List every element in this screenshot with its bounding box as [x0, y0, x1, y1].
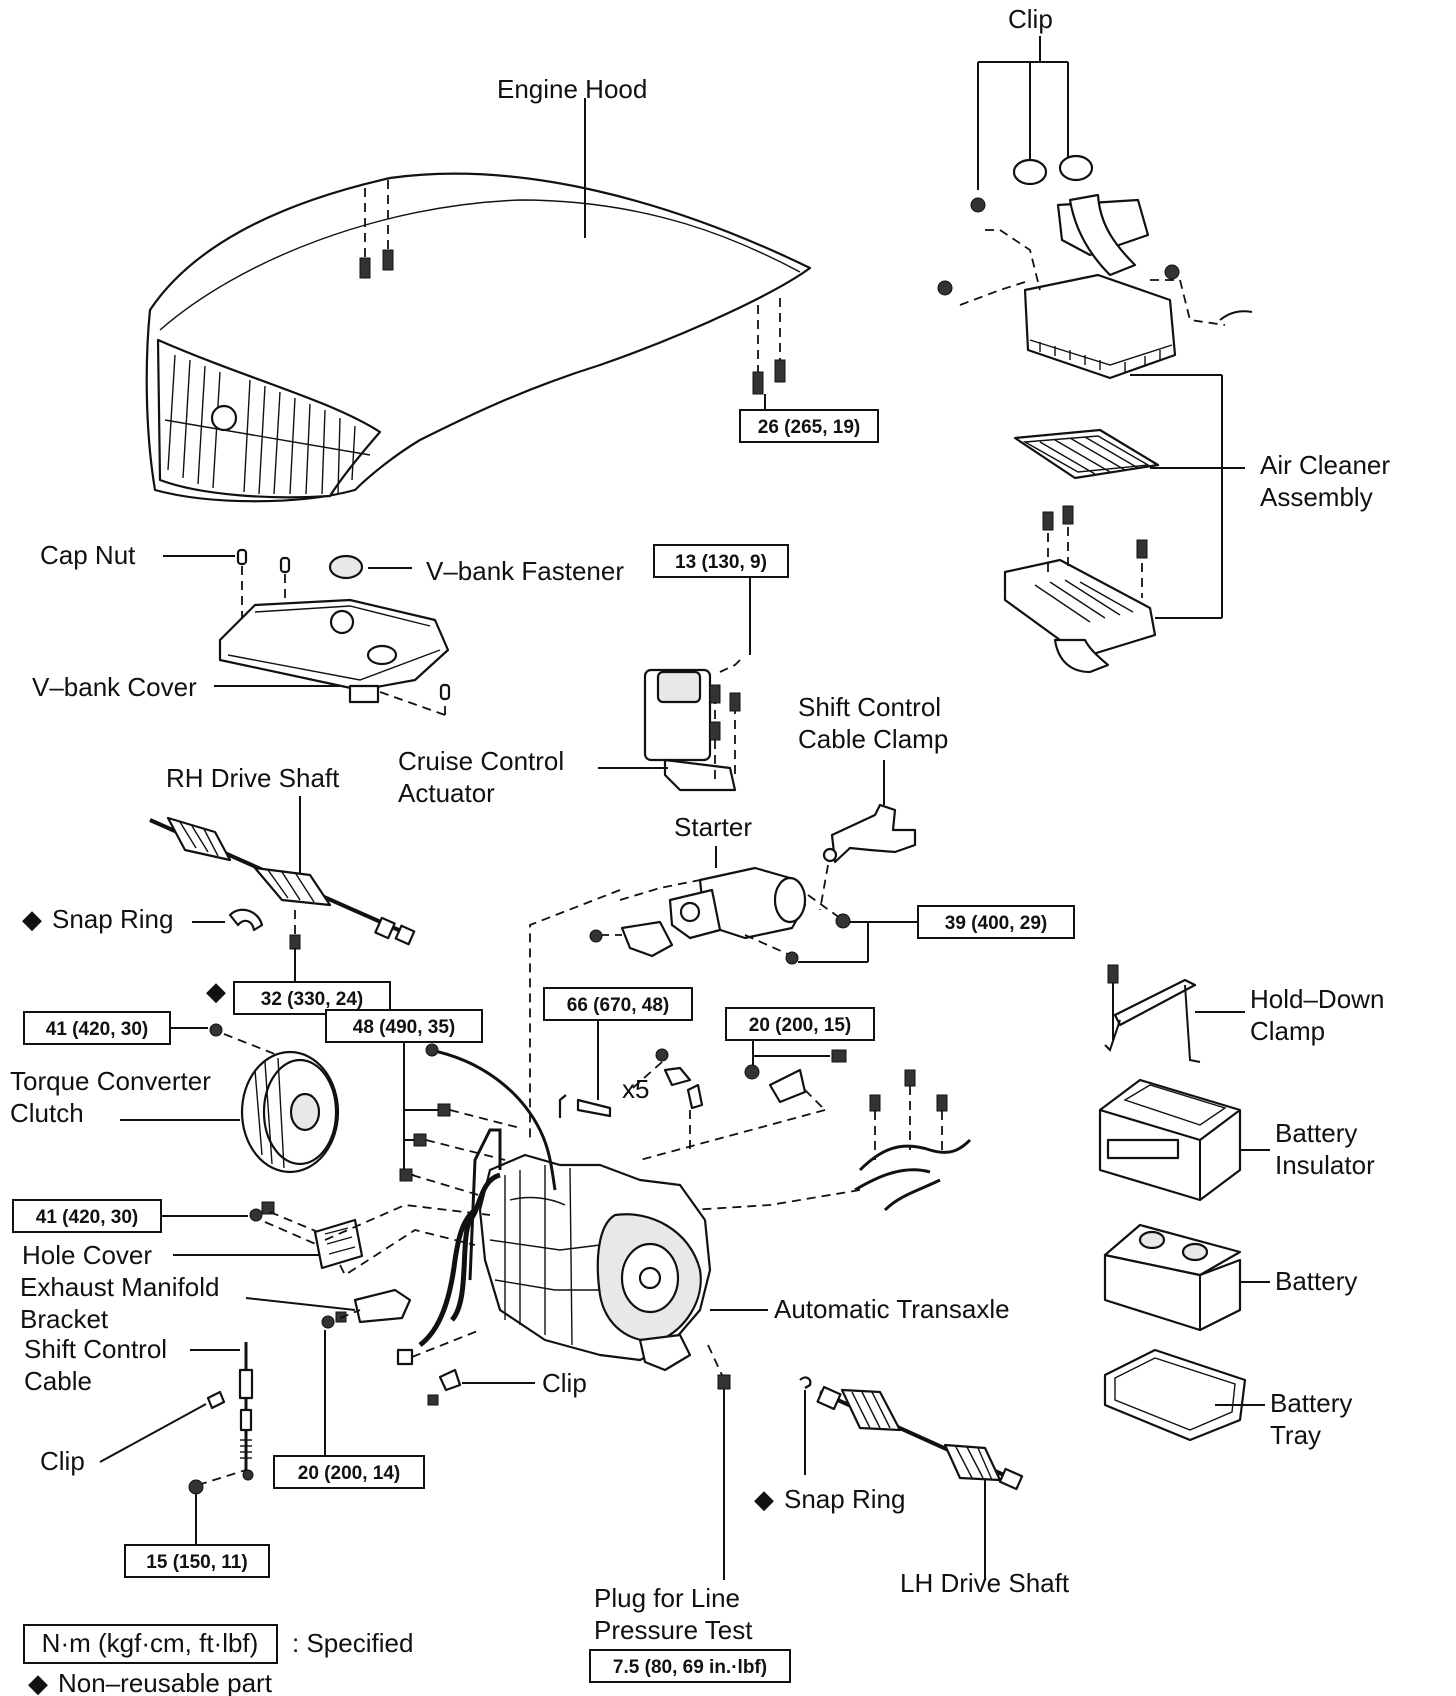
lh-drive-shaft-label: LH Drive Shaft	[900, 1568, 1070, 1598]
air-cleaner-label-2: Assembly	[1260, 482, 1373, 512]
shift-clamp-label-2: Cable Clamp	[798, 724, 948, 754]
engine-hood	[145, 98, 812, 503]
snap-ring-rh-label: Snap Ring	[52, 904, 173, 934]
x5-label: x5	[622, 1074, 649, 1104]
shift-control-cable-clamp: Shift Control Cable Clamp	[798, 692, 948, 911]
battery-insulator	[1098, 1078, 1270, 1202]
battery-ins-label-2: Insulator	[1275, 1150, 1375, 1180]
battery-tray	[1103, 1348, 1265, 1442]
automatic-transaxle	[245, 1043, 768, 1580]
hole-cover	[173, 1201, 491, 1277]
plug-label-1: Plug for Line	[594, 1583, 740, 1613]
torque-mount-66: 66 (670, 48)	[567, 995, 669, 1016]
battery-ins-label-1: Battery	[1275, 1118, 1357, 1148]
hold-down-label-1: Hold–Down	[1250, 984, 1384, 1014]
torque-cruise: 13 (130, 9)	[675, 552, 767, 573]
hole-cover-label: Hole Cover	[22, 1240, 152, 1270]
torque-box-plug	[589, 1649, 791, 1683]
starter-label: Starter	[674, 812, 752, 842]
snap-ring-lh-marker: ◆	[754, 1484, 774, 1514]
shift-cable-label-2: Cable	[24, 1366, 92, 1396]
vbank-cover-label: V–bank Cover	[32, 672, 197, 702]
torque-plug: 7.5 (80, 69 in.·lbf)	[613, 1657, 767, 1678]
legend-unit-box	[23, 1624, 278, 1664]
torque-box-exhaust-20-14	[273, 1455, 425, 1489]
vbank-cover: Cap Nut V–bank Fastener V–bank Cover	[32, 540, 624, 716]
torque-box-transaxle-top	[325, 1009, 483, 1043]
torque-exhaust-20-14: 20 (200, 14)	[298, 1463, 400, 1484]
auto-transaxle-label: Automatic Transaxle	[774, 1294, 1010, 1324]
torque-shift-cable: 15 (150, 11)	[146, 1552, 247, 1573]
legend-marker: ◆	[28, 1668, 48, 1696]
torque-transaxle-top: 48 (490, 35)	[353, 1017, 455, 1038]
battery	[1103, 1223, 1270, 1332]
torque-box-starter	[917, 905, 1075, 939]
snap-ring-rh	[228, 908, 264, 932]
torque-conv-label-2: Clutch	[10, 1098, 84, 1128]
engine-hood-label: Engine Hood	[497, 74, 647, 104]
rh-drive-shaft-label: RH Drive Shaft	[166, 763, 340, 793]
torque-box-hole-cover	[12, 1199, 162, 1233]
lh-drive-shaft	[799, 1376, 1024, 1580]
torque-bracket-20-15: 20 (200, 15)	[749, 1015, 851, 1036]
harness-clamps	[689, 1069, 972, 1212]
shift-control-cable: Shift Control Cable	[24, 1334, 254, 1545]
battery-tray-label-1: Battery	[1270, 1388, 1352, 1418]
vbank-fastener-label: V–bank Fastener	[426, 556, 624, 586]
exhaust-label-1: Exhaust Manifold	[20, 1272, 219, 1302]
shift-cable-label-1: Shift Control	[24, 1334, 167, 1364]
torque-box-mount-66	[543, 987, 693, 1021]
rh-shaft-torque-marker: ◆	[206, 976, 226, 1006]
rh-drive-shaft: RH Drive Shaft	[149, 763, 416, 982]
cruise-label-2: Actuator	[398, 778, 495, 808]
torque-torque-conv: 41 (420, 30)	[46, 1019, 148, 1040]
exhaust-label-2: Bracket	[20, 1304, 109, 1334]
torque-box-shift-cable	[124, 1544, 270, 1578]
legend-non-reusable: Non–reusable part	[58, 1668, 273, 1696]
starter: Starter	[529, 812, 918, 1140]
snap-ring-lh-label: Snap Ring	[784, 1484, 905, 1514]
snap-ring-rh-marker: ◆	[22, 904, 42, 934]
torque-box-rh-shaft	[233, 981, 391, 1015]
torque-hood: 26 (265, 19)	[758, 417, 860, 438]
torque-box-torque-conv	[23, 1011, 171, 1045]
air-cleaner-assembly: Clip	[937, 4, 1253, 674]
hold-down-clamp	[1104, 964, 1245, 1063]
clip-mid-label: Clip	[542, 1368, 587, 1398]
cruise-label-1: Cruise Control	[398, 746, 564, 776]
torque-box-bracket-20-15	[725, 1007, 875, 1041]
torque-box-hood	[739, 409, 879, 443]
air-cleaner-label-1: Air Cleaner	[1260, 450, 1390, 480]
clip-left-label: Clip	[40, 1446, 85, 1476]
cap-nut-label: Cap Nut	[40, 540, 136, 570]
torque-starter: 39 (400, 29)	[945, 913, 1047, 934]
legend: N·m (kgf·cm, ft·lbf) : Specified ◆ Non–r…	[23, 1624, 413, 1696]
hold-down-label-2: Clamp	[1250, 1016, 1325, 1046]
torque-conv-label-1: Torque Converter	[10, 1066, 211, 1096]
legend-specified: : Specified	[292, 1628, 413, 1658]
torque-hole-cover: 41 (420, 30)	[36, 1207, 138, 1228]
legend-unit-text: N·m (kgf·cm, ft·lbf)	[42, 1628, 259, 1658]
battery-label: Battery	[1275, 1266, 1357, 1296]
plug-label-2: Pressure Test	[594, 1615, 753, 1645]
clip-top-label: Clip	[1008, 4, 1053, 34]
battery-tray-label-2: Tray	[1270, 1420, 1321, 1450]
torque-converter-clutch: Torque Converter Clutch	[10, 1023, 340, 1174]
shift-clamp-label-1: Shift Control	[798, 692, 941, 722]
torque-box-cruise	[653, 544, 789, 578]
cruise-control-actuator: 13 (130, 9) Cruise Control Actuator	[398, 544, 789, 808]
torque-rh-shaft: 32 (330, 24)	[261, 989, 363, 1010]
